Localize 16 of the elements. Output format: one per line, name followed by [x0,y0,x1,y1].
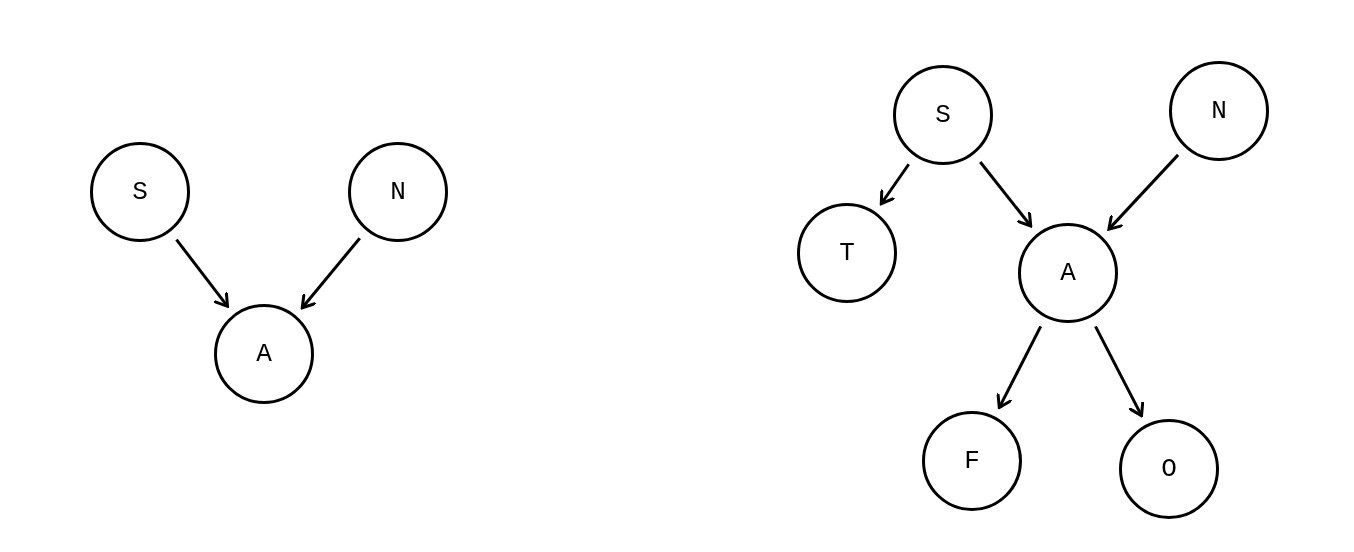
node-label: A [256,339,272,369]
node-label: F [964,446,980,476]
node-label: N [1211,96,1227,126]
node-label: S [132,177,148,207]
arrow [979,161,1033,228]
arrow [1094,325,1145,418]
arrow [175,238,230,308]
arrow [879,163,910,206]
node-label: O [1161,454,1177,484]
arrow [300,237,361,310]
arrow [996,325,1043,410]
node-label: A [1060,258,1076,288]
node-label: T [839,238,855,268]
node-label: N [390,177,406,207]
node-label: S [935,100,951,130]
arrow [1107,153,1180,231]
